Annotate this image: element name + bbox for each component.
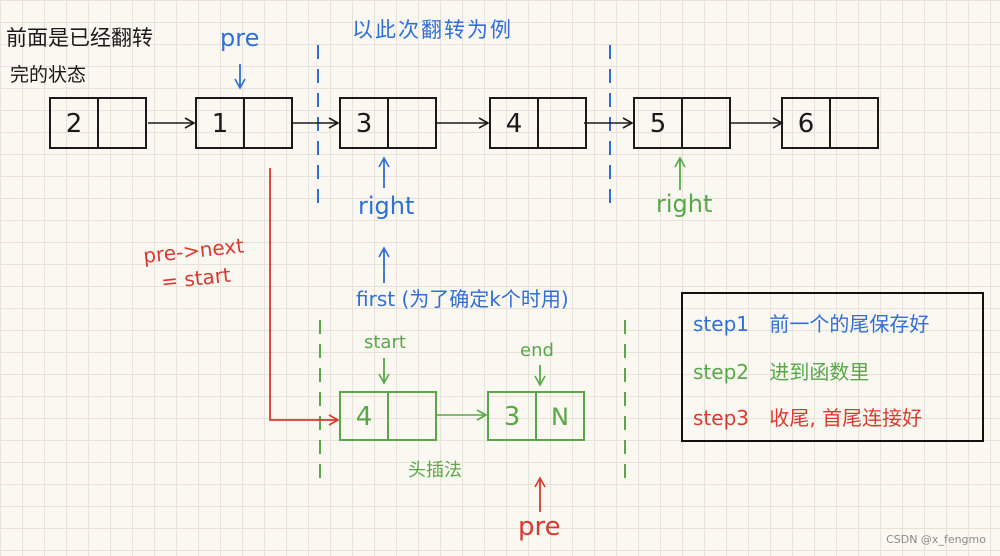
top-node-3: 3 [339, 97, 437, 149]
legend-step2-label: step2 [693, 360, 749, 384]
top-node-4-value: 4 [506, 109, 523, 139]
note-top-left-line2: 完的状态 [10, 64, 87, 86]
top-node-6-value: 6 [798, 109, 815, 139]
top-node-3-value: 3 [356, 109, 373, 139]
note-pre-top: pre [220, 24, 260, 52]
note-first: first (为了确定k个时用) [356, 287, 569, 311]
bottom-node-3-next-value: N [551, 403, 569, 431]
legend-step1-text: 前一个的尾保存好 [769, 312, 930, 336]
note-start: start [364, 332, 406, 353]
note-end: end [520, 340, 554, 361]
watermark: CSDN @x_fengmo [886, 533, 986, 546]
legend-step1-label: step1 [693, 312, 749, 336]
steps-legend: step1 前一个的尾保存好 step2 进到函数里 step3 收尾, 首尾连… [681, 292, 984, 442]
legend-step3-label: step3 [693, 406, 749, 430]
legend-step2-text: 进到函数里 [769, 360, 870, 384]
top-node-6: 6 [781, 97, 879, 149]
note-top-left-line1: 前面是已经翻转 [6, 26, 153, 50]
pre-next-link [269, 168, 340, 426]
note-pre-bottom: pre [518, 512, 561, 542]
bottom-node-3-value: 3 [504, 402, 521, 432]
top-node-1: 1 [195, 97, 293, 149]
top-node-4: 4 [489, 97, 587, 149]
top-node-5: 5 [633, 97, 731, 149]
top-node-2-value: 2 [66, 109, 83, 139]
legend-step2: step2 进到函数里 [693, 356, 869, 385]
note-right-blue: right [358, 192, 415, 220]
top-node-2: 2 [49, 97, 147, 149]
legend-step3: step3 收尾, 首尾连接好 [693, 402, 922, 431]
legend-step1: step1 前一个的尾保存好 [693, 308, 929, 337]
note-head-insert: 头插法 [408, 460, 462, 481]
legend-step3-text: 收尾, 首尾连接好 [769, 406, 923, 430]
note-right-green: right [656, 190, 713, 218]
bottom-node-4-value: 4 [356, 402, 373, 432]
top-node-5-value: 5 [650, 109, 667, 139]
top-node-1-value: 1 [212, 109, 229, 139]
note-section-title: 以此次翻转为例 [352, 18, 513, 42]
bottom-node-4: 4 [339, 391, 437, 441]
